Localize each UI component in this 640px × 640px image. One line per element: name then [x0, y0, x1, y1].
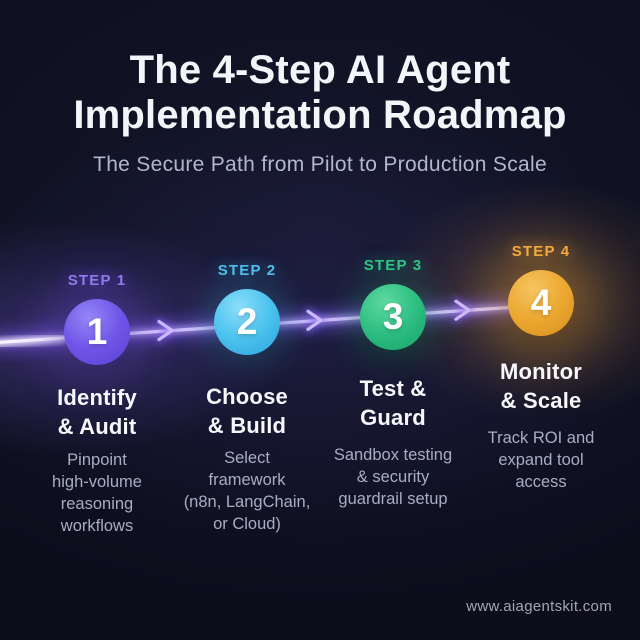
step-4-label: STEP 4 — [511, 243, 571, 260]
step-2-circle: 2 — [214, 289, 280, 355]
title-line-1: The 4-Step AI Agent — [129, 48, 511, 92]
step-4-circle: 4 — [508, 270, 574, 336]
step-4-title: Monitor & Scale — [499, 359, 583, 413]
page-title: The 4-Step AI Agent Implementation Roadm… — [0, 48, 640, 138]
title-line-2: Implementation Roadmap — [73, 93, 567, 137]
step-3-circle: 3 — [360, 284, 426, 350]
step-2-number: 2 — [236, 301, 258, 342]
step-4-description: Track ROI and expand tool access — [487, 429, 595, 491]
step-4: STEP 4 4 Monitor & Scale Track ROI and e… — [451, 243, 631, 493]
step-1-number: 1 — [86, 311, 108, 352]
step-1-circle: 1 — [64, 299, 130, 365]
step-3-number: 3 — [382, 296, 404, 337]
step-4-number: 4 — [530, 282, 552, 323]
website-watermark: www.aiagentskit.com — [466, 598, 612, 615]
page-subtitle: The Secure Path from Pilot to Production… — [93, 153, 547, 176]
